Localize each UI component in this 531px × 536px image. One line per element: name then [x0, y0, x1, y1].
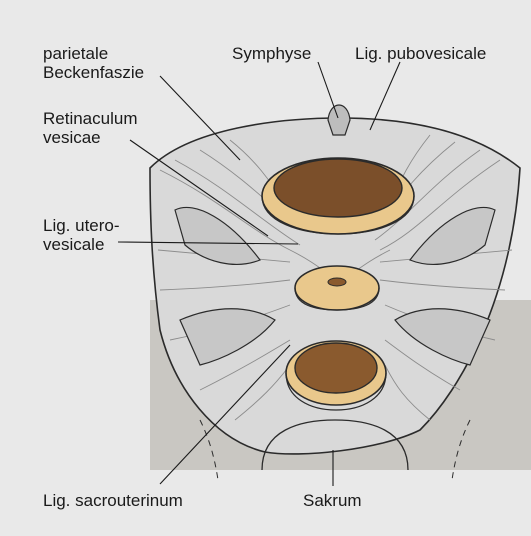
label-uterovesicale-line1: Lig. utero-	[43, 216, 120, 235]
label-lig-sacrouterinum: Lig. sacrouterinum	[43, 491, 183, 510]
bladder	[262, 158, 414, 234]
label-retinaculum-line2: vesicae	[43, 128, 101, 147]
label-retinaculum-line1: Retinaculum	[43, 109, 138, 128]
vagina	[295, 266, 379, 310]
label-symphyse: Symphyse	[232, 44, 311, 63]
symphyse-notch	[328, 105, 350, 135]
label-parietale-line2: Beckenfaszie	[43, 63, 144, 82]
label-uterovesicale-line2: vesicale	[43, 235, 104, 254]
label-lig-pubovesicale: Lig. pubovesicale	[355, 44, 486, 63]
label-parietale-line1: parietale	[43, 44, 108, 63]
leader-symphyse	[318, 62, 338, 118]
label-sakrum: Sakrum	[303, 491, 362, 510]
